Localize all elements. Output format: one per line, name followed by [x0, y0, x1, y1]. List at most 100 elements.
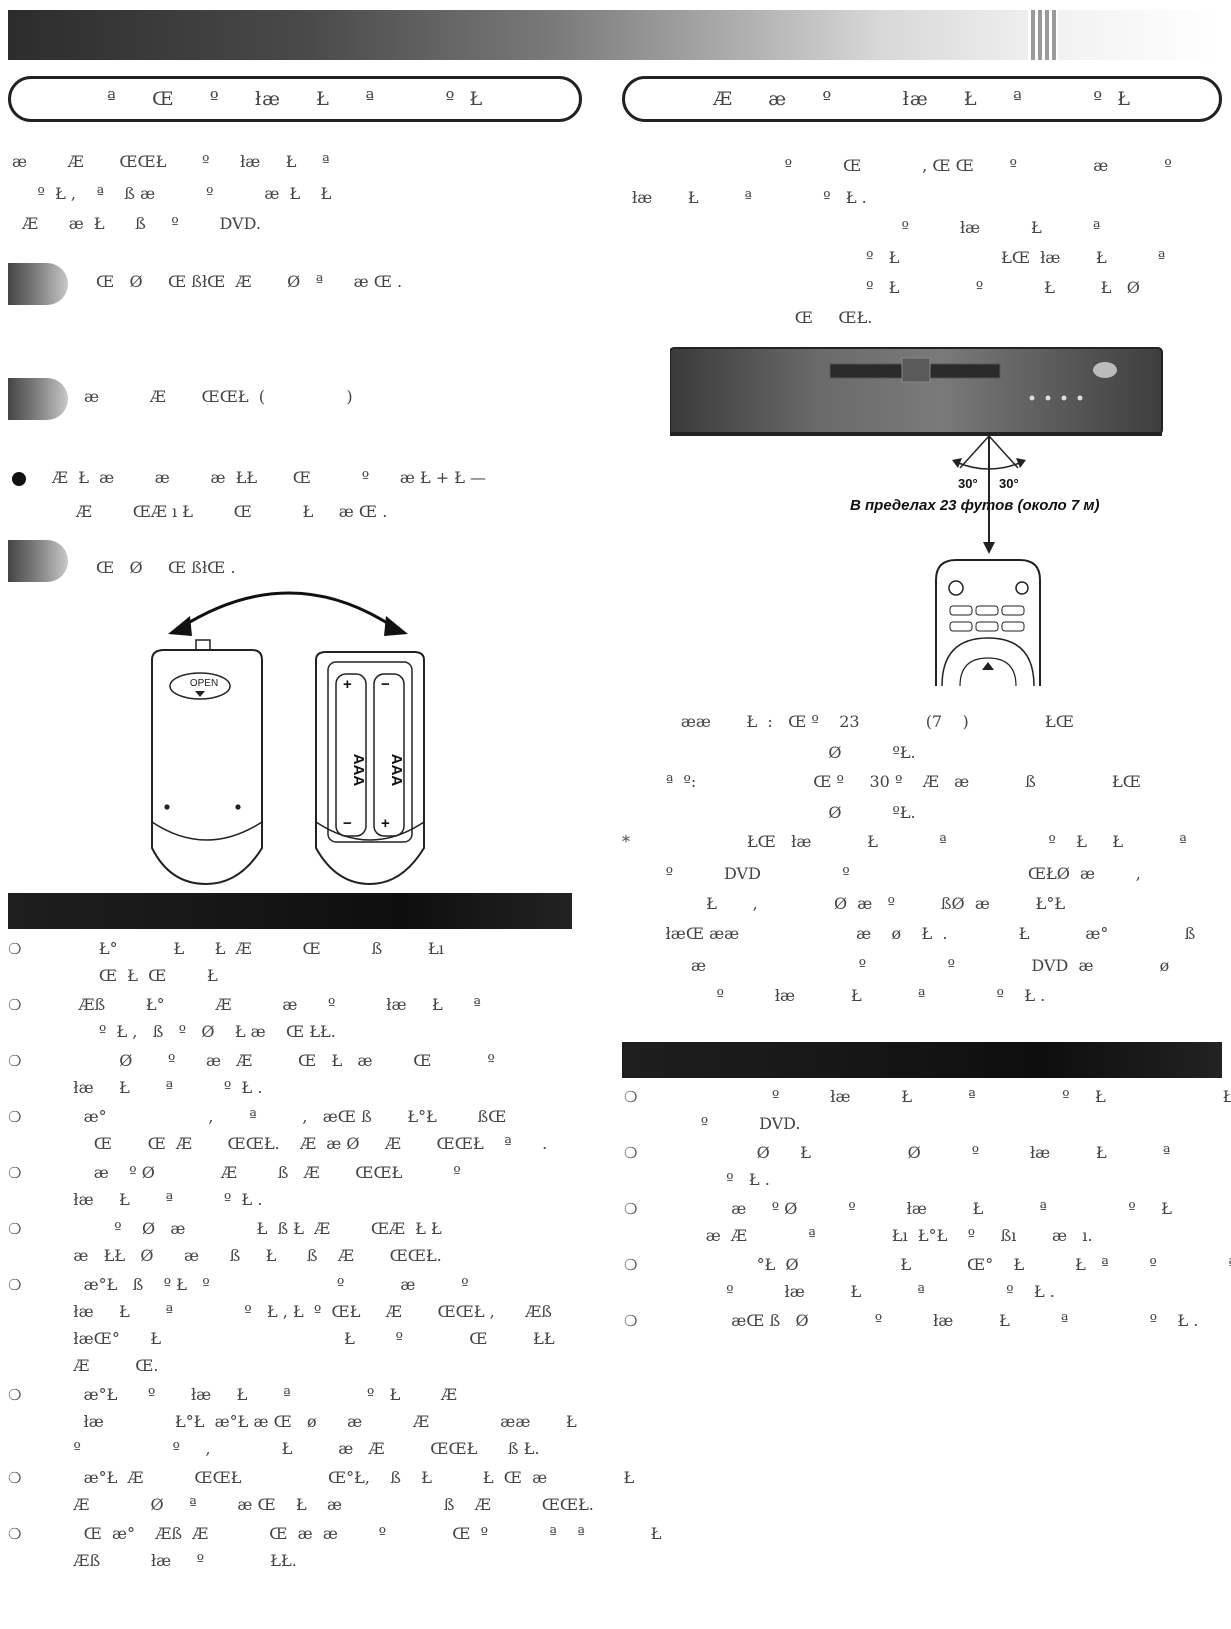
- angle-arc: [955, 461, 1023, 470]
- signal-arrow-head: [983, 542, 995, 554]
- left-item-2-line-2: º Ł , ß º Ø Ł æ Œ ŁŁ.: [48, 1022, 336, 1041]
- arrow-head-left: [168, 616, 192, 636]
- list-bullet: ❍: [624, 1088, 638, 1106]
- remote-key: [1001, 621, 1025, 632]
- battery-1-label: AAA: [350, 753, 367, 787]
- step-3-text: Œ Ø Œ ßłŒ .: [96, 558, 236, 577]
- step-2-marker: [8, 378, 68, 420]
- left-item-1-line-1: Ł° Ł Ł Æ Œ ß Łı: [48, 939, 444, 958]
- range-note-line-10: º łæ Ł ª º Ł .: [630, 986, 1046, 1005]
- open-label-oval: [169, 672, 231, 700]
- battery-note-line-1: Æ Ł æ æ æ ŁŁ Œ º æ Ł + Ł —: [52, 468, 487, 487]
- list-bullet: ❍: [8, 1108, 22, 1126]
- battery-2: [373, 673, 405, 837]
- list-bullet: ❍: [8, 996, 22, 1014]
- left-item-5-line-2: łæ Ł ª º Ł .: [48, 1190, 263, 1209]
- battery-compartment-illustration: [151, 591, 425, 886]
- remote-back-cover: [151, 649, 263, 886]
- left-item-1-line-2: Œ Ł Œ Ł: [48, 966, 218, 985]
- right-item-1-line-2: º DVD.: [660, 1114, 801, 1133]
- front-button: [1061, 395, 1067, 401]
- left-item-2-line-1: Æß Ł° Æ æ º łæ Ł ª: [48, 995, 481, 1014]
- right-intro-line-2: łæ Ł ª º Ł .: [632, 188, 867, 207]
- list-bullet: ❍: [8, 1469, 22, 1487]
- left-item-8-line-1: æ°Ł º łæ Ł ª º Ł Æ: [48, 1385, 458, 1404]
- step-1-marker: [8, 263, 68, 305]
- remote-key: [975, 621, 999, 632]
- range-note-line-7: Ł , Ø æ º ßØ æ Ł°Ł: [630, 894, 1066, 913]
- screw-hole-right: [235, 804, 241, 810]
- list-bullet: ❍: [8, 940, 22, 958]
- front-button: [1029, 395, 1035, 401]
- list-bullet: ❍: [8, 1525, 22, 1543]
- right-item-3-line-1: æ º Ø º łæ Ł ª º Ł: [660, 1199, 1172, 1218]
- left-intro-line-1: æ Æ ŒŒŁ º łæ Ł ª: [12, 152, 330, 171]
- left-item-8-line-2: łæ Ł°Ł æ°Ł æ Œ ø æ Æ ææ Ł: [48, 1412, 577, 1431]
- right-item-1-line-1: º łæ Ł ª º Ł ŁŒ: [660, 1087, 1231, 1106]
- right-intro-line-5: º Ł º Ł Ł Ø: [632, 278, 1140, 297]
- left-item-4-line-2: Œ Œ Æ ŒŒŁ. Æ æ Ø Æ ŒŒŁ ª .: [48, 1134, 548, 1153]
- display-window: [901, 357, 931, 383]
- arc-arrow-right: [1016, 458, 1026, 468]
- left-item-7-line-1: æ°Ł ß º Ł º º æ º: [48, 1275, 469, 1294]
- left-item-9-line-2: Æ Ø ª æ Œ Ł æ ß Æ ŒŒŁ.: [48, 1495, 594, 1514]
- angle-edge-right: [988, 435, 1019, 469]
- right-item-4-line-1: °Ł Ø Ł Œ° Ł Ł ª º ª: [660, 1255, 1231, 1274]
- swap-arrow-arc: [179, 591, 396, 630]
- range-note-line-6: º DVD º ŒŁØ æ ,: [630, 864, 1141, 883]
- list-bullet: ❍: [8, 1164, 22, 1182]
- right-intro-line-1: º Œ , Œ Œ º æ º: [632, 156, 1172, 175]
- left-item-5-line-1: æ º Ø Æ ß Æ ŒŒŁ º: [48, 1163, 461, 1182]
- battery-1: [335, 673, 367, 837]
- left-item-6-line-1: º Ø æ Ł ß Ł Æ ŒÆ Ł Ł: [48, 1219, 442, 1238]
- range-note-line-1: ææ Ł : Œ º 23 (7 ) ŁŒ: [630, 712, 1074, 731]
- navigation-inner: [959, 657, 1017, 686]
- step-2-text: æ Æ ŒŒŁ ( ): [84, 387, 353, 406]
- power-button: [948, 580, 964, 596]
- left-item-3-line-1: Ø º æ Æ Œ Ł æ Œ º: [48, 1051, 495, 1070]
- dvd-base: [670, 432, 1162, 436]
- battery-2-plus: +: [381, 815, 390, 832]
- range-note-line-2: Ø ºŁ.: [630, 743, 916, 762]
- list-bullet: ❍: [8, 1052, 22, 1070]
- open-close-button: [1015, 581, 1029, 595]
- left-precautions-bar: [8, 893, 572, 929]
- battery-1-minus: −: [343, 815, 352, 832]
- list-bullet: ❍: [624, 1200, 638, 1218]
- left-intro-line-2: º Ł , ª ß æ º æ Ł Ł: [12, 184, 332, 203]
- range-caption: В пределах 23 футов (около 7 м): [850, 497, 1100, 514]
- logo-oval: [1093, 362, 1117, 378]
- note-bullet-dot: [12, 472, 26, 486]
- list-bullet: ❍: [8, 1386, 22, 1404]
- left-item-10-line-1: Œ æ° Æß Æ Œ æ æ º Œ º ª ª Ł: [48, 1524, 662, 1543]
- list-bullet: ❍: [624, 1256, 638, 1274]
- remote-key: [949, 621, 973, 632]
- arrow-head-right: [384, 616, 408, 636]
- left-item-6-line-2: æ ŁŁ Ø æ ß Ł ß Æ ŒŒŁ.: [48, 1246, 442, 1265]
- arc-arrow-left: [952, 458, 962, 468]
- left-item-10-line-2: Æß łæ º ŁŁ.: [48, 1551, 297, 1570]
- right-item-4-line-2: º łæ Ł ª º Ł .: [660, 1282, 1055, 1301]
- open-arrow-icon: [195, 691, 205, 697]
- right-section-title: Æ æ º łæ Ł ª º Ł: [622, 76, 1222, 122]
- screw-hole-left: [164, 804, 170, 810]
- remote-range-diagram: [670, 347, 1163, 686]
- range-note-line-9: æ º º DVD æ ø: [630, 956, 1170, 975]
- battery-2-label: AAA: [388, 753, 405, 787]
- left-item-7-line-4: Æ Œ.: [48, 1356, 159, 1375]
- open-label: OPEN: [189, 678, 219, 689]
- header-stripes: [1028, 10, 1058, 60]
- list-bullet: ❍: [624, 1312, 638, 1330]
- right-intro-line-6: Œ ŒŁ.: [632, 308, 873, 327]
- front-button: [1045, 395, 1051, 401]
- front-button: [1077, 395, 1083, 401]
- right-item-5-line-1: æŒ ß Ø º łæ Ł ª º Ł .: [660, 1311, 1199, 1330]
- remote-key: [975, 605, 999, 616]
- step-3-marker: [8, 540, 68, 582]
- left-item-8-line-3: º º , Ł æ Æ ŒŒŁ ß Ł.: [48, 1439, 540, 1458]
- right-item-3-line-2: æ Æ ª Łı Ł°Ł º ßı æ ı.: [660, 1226, 1093, 1245]
- left-item-4-line-1: æ° , ª , æŒ ß Ł°Ł ßŒ: [48, 1107, 507, 1126]
- list-bullet: ❍: [8, 1276, 22, 1294]
- list-bullet: ❍: [8, 1220, 22, 1238]
- battery-1-plus: +: [343, 676, 352, 693]
